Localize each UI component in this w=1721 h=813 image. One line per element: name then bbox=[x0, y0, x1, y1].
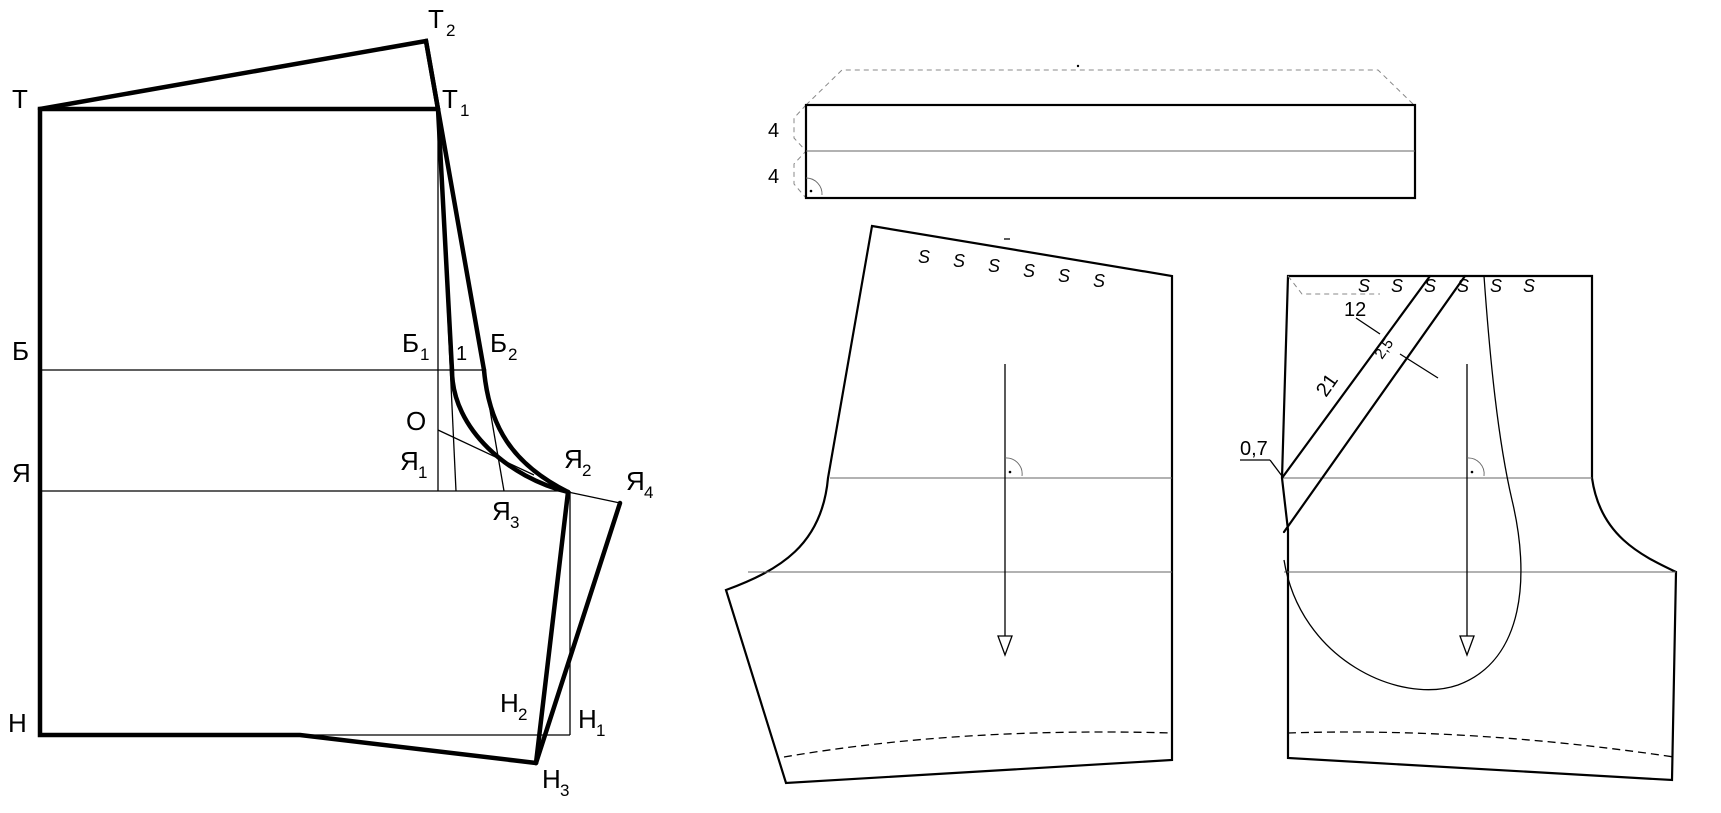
pocket-slit-inner bbox=[1282, 274, 1467, 534]
label-N2-sub: 2 bbox=[518, 705, 527, 724]
label-N2: Н bbox=[500, 688, 519, 718]
front-outline bbox=[724, 224, 1174, 785]
inseam-n2 bbox=[533, 489, 571, 766]
base-draft bbox=[37, 38, 623, 766]
label-N1: Н bbox=[578, 704, 597, 734]
waistband: 4 4 bbox=[768, 64, 1417, 200]
waistband-dashed-extension bbox=[805, 69, 1415, 106]
waistband-dim-bottom: 4 bbox=[768, 166, 779, 188]
label-B1: Б bbox=[402, 328, 419, 358]
waistband-dim-top: 4 bbox=[768, 120, 779, 142]
dim-21: 21 bbox=[1312, 370, 1343, 401]
waistband-rect bbox=[804, 103, 1417, 200]
label-N: Н bbox=[8, 708, 27, 738]
pocket-outline bbox=[1283, 275, 1522, 691]
waistband-right-angle-dot bbox=[809, 189, 813, 193]
label-Ya: Я bbox=[12, 458, 31, 488]
back-right-angle-dot bbox=[1470, 470, 1474, 474]
inseam-n3 bbox=[533, 500, 623, 766]
line-o bbox=[437, 429, 535, 476]
front-grainline-arrow bbox=[997, 635, 1013, 657]
front-piece: S S S S S S bbox=[724, 224, 1174, 785]
back-piece: 12 2,5 21 0,7 S S S S S S bbox=[1240, 274, 1678, 782]
front-hem-line bbox=[783, 731, 1173, 758]
label-T1-sub: 1 bbox=[460, 101, 469, 120]
label-T2-sub: 2 bbox=[446, 21, 455, 40]
dim-25: 2,5 bbox=[1371, 335, 1397, 362]
waistband-right-angle bbox=[805, 177, 823, 196]
label-B2: Б bbox=[490, 328, 507, 358]
back-gather-mark-2: S bbox=[1391, 276, 1403, 296]
back-gather-mark-5: S bbox=[1490, 276, 1502, 296]
front-right-angle-dot bbox=[1008, 470, 1012, 474]
pocket-slit-outer bbox=[1280, 274, 1432, 480]
dim-07-leader-tick bbox=[1269, 459, 1283, 477]
back-right-angle bbox=[1466, 457, 1485, 477]
back-gather-mark-4: S bbox=[1457, 276, 1469, 296]
label-Ya4: Я bbox=[626, 466, 645, 496]
label-N1-sub: 1 bbox=[596, 721, 605, 740]
back-grainline-arrow bbox=[1459, 635, 1475, 657]
front-right-angle bbox=[1004, 457, 1023, 477]
label-B: Б bbox=[12, 336, 29, 366]
label-Ya1-sub: 1 bbox=[418, 463, 427, 482]
label-B1-sub: 1 bbox=[420, 345, 429, 364]
label-Ya3: Я bbox=[492, 496, 511, 526]
front-gather-mark-2: S bbox=[953, 251, 965, 271]
line-ya2-ya4 bbox=[567, 491, 621, 504]
back-yoke-dash bbox=[1287, 275, 1380, 295]
waist-rise-line bbox=[37, 38, 441, 112]
draft-labels: Т Т 2 Т 1 Б Б 1 1 Б 2 О Я Я 1 Я 2 Я 3 Я … bbox=[8, 4, 653, 800]
waistband-dot bbox=[1076, 64, 1080, 68]
crotch-curve-inner bbox=[449, 367, 571, 495]
front-gather-mark-1: S bbox=[918, 247, 930, 267]
front-gather-mark-4: S bbox=[1023, 261, 1035, 281]
label-B2-sub: 2 bbox=[508, 345, 517, 364]
dim-12: 12 bbox=[1344, 299, 1366, 321]
dim-07: 0,7 bbox=[1240, 438, 1268, 460]
back-hem-line bbox=[1287, 731, 1675, 758]
back-gather-mark-1: S bbox=[1358, 276, 1370, 296]
back-outline bbox=[1280, 274, 1678, 782]
label-T2: Т bbox=[428, 4, 444, 34]
back-gather-mark-6: S bbox=[1523, 276, 1535, 296]
side-seam-inner bbox=[435, 106, 455, 373]
label-N3: Н bbox=[542, 764, 561, 794]
front-gather-mark-6: S bbox=[1093, 271, 1105, 291]
label-T: Т bbox=[12, 84, 28, 114]
label-Ya3-sub: 3 bbox=[510, 513, 519, 532]
dim-25-leader bbox=[1399, 353, 1439, 379]
label-Ya2-sub: 2 bbox=[582, 461, 591, 480]
back-gather-mark-3: S bbox=[1424, 276, 1436, 296]
label-Ya2: Я bbox=[564, 444, 583, 474]
front-gather-mark-3: S bbox=[988, 256, 1000, 276]
dim-12-leader bbox=[1355, 317, 1381, 335]
crotch-curve-outer bbox=[481, 367, 571, 495]
label-T1: Т bbox=[442, 84, 458, 114]
side-seam-outer bbox=[423, 38, 487, 373]
label-N3-sub: 3 bbox=[560, 781, 569, 800]
label-O: О bbox=[406, 406, 426, 436]
base-outline bbox=[37, 106, 539, 766]
label-measure-1: 1 bbox=[456, 343, 467, 365]
waistband-dim-bracket bbox=[793, 104, 807, 199]
label-Ya4-sub: 4 bbox=[644, 483, 653, 502]
front-gather-mark-5: S bbox=[1058, 266, 1070, 286]
label-Ya1: Я bbox=[400, 446, 419, 476]
